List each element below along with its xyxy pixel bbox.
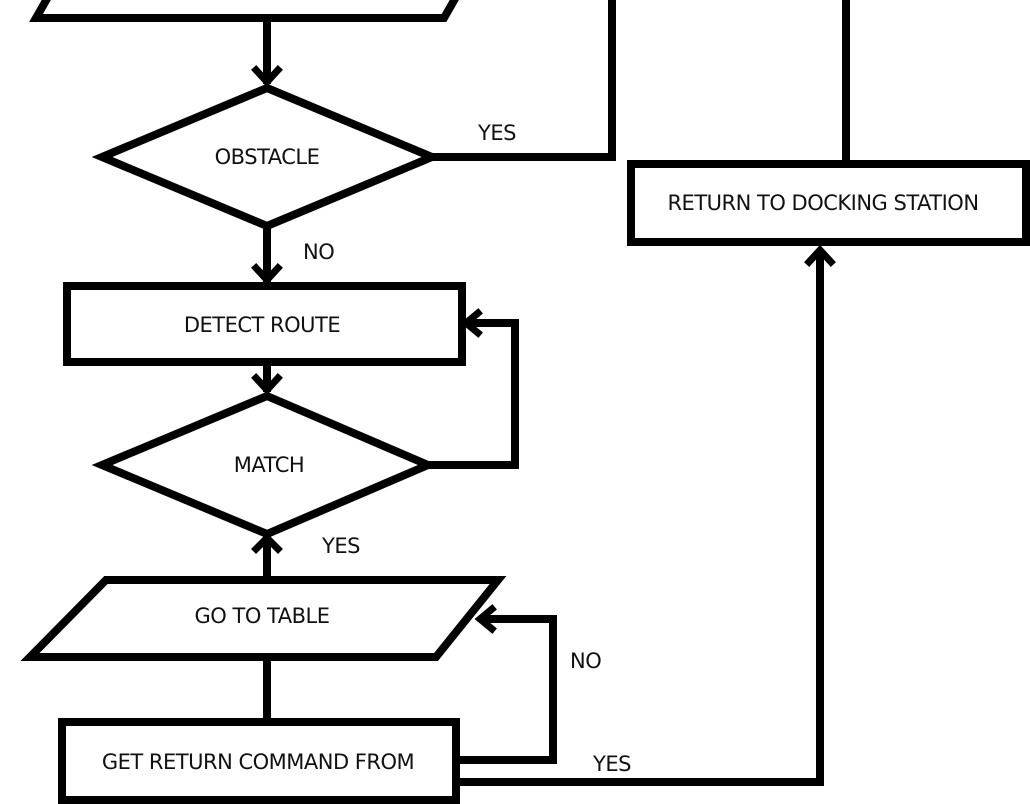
connectors (263, 0, 850, 786)
match-decision (91, 391, 439, 539)
arrowhead-down-obstacle (251, 65, 283, 88)
return-docking-label: RETURN TO DOCKING STATION (667, 191, 978, 215)
get-return-box (58, 718, 460, 804)
obstacle-yes-label: YES (477, 121, 516, 145)
obstacle-decision (91, 83, 443, 231)
get-return-yes-label: YES (592, 752, 631, 776)
get-return-no-label: NO (570, 649, 601, 673)
edge-match-loop (428, 319, 519, 469)
match-label: MATCH (234, 453, 304, 477)
go-to-table-label: GO TO TABLE (195, 604, 330, 628)
match-yes-label: YES (321, 534, 360, 558)
arrowhead-left-table (474, 604, 497, 634)
edge-labels: YES NO YES NO YES (303, 121, 632, 776)
obstacle-label: OBSTACLE (215, 145, 320, 169)
nodes (20, 0, 1030, 804)
edge-obstacle-yes (432, 0, 616, 161)
get-return-label: GET RETURN COMMAND FROM (102, 750, 414, 774)
return-docking-box (627, 160, 1030, 246)
detect-route-label: DETECT ROUTE (184, 313, 340, 337)
go-to-table-parallelogram (20, 576, 507, 661)
arrowhead-up-dock (804, 244, 836, 267)
detect-route-box (63, 282, 466, 366)
arrowhead-down-match (251, 373, 283, 396)
obstacle-no-label: NO (303, 240, 334, 264)
edge-get-return-no (458, 615, 557, 764)
input-top-parallelogram (29, 0, 459, 22)
arrowhead-down-detect (251, 263, 283, 286)
edge-get-return-yes (458, 250, 824, 786)
node-labels: OBSTACLE RETURN TO DOCKING STATION DETEC… (102, 145, 979, 774)
